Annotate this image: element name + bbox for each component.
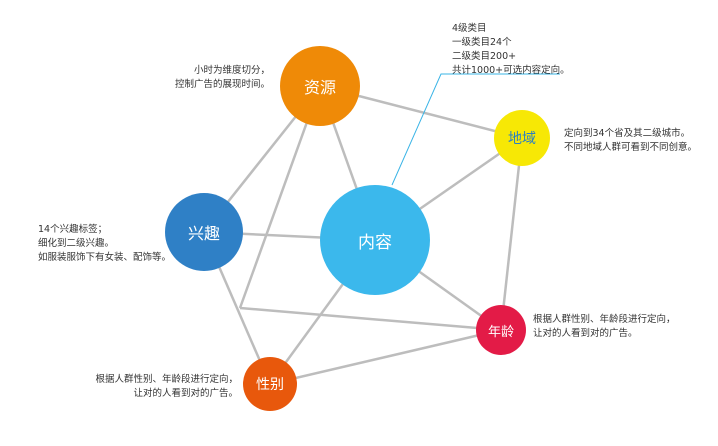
edge-xingbie-nianling (269, 328, 502, 386)
note-diyu: 定向到34个省及其二级城市。 不同地域人群可看到不同创意。 (564, 127, 697, 155)
note-diyu-line-1: 定向到34个省及其二级城市。 (564, 128, 691, 139)
node-neirong-label: 内容 (358, 232, 392, 253)
note-diyu-line-2: 不同地域人群可看到不同创意。 (564, 142, 698, 153)
note-nianling-line-1: 根据人群性别、年龄段进行定向， (533, 314, 676, 325)
node-xingbie-label: 性别 (256, 377, 284, 393)
edge-diyu-nianling (499, 137, 524, 331)
node-nianling-label: 年龄 (487, 324, 514, 340)
note-xingqu-line-3: 如服装服饰下有女装、配饰等。 (38, 252, 172, 263)
note-ziyuan-line-1: 小时为维度切分， (193, 65, 270, 76)
note-xingqu-line-1: 14个兴趣标签； (38, 224, 108, 235)
note-neirong-line-1: 4级类目 (452, 23, 487, 34)
node-nianling: 年龄 (476, 305, 526, 355)
node-neirong: 内容 (320, 185, 430, 295)
node-ziyuan-label: 资源 (303, 78, 336, 97)
note-ziyuan: 小时为维度切分， 控制广告的展现时间。 (160, 64, 270, 92)
note-ziyuan-line-2: 控制广告的展现时间。 (174, 79, 270, 90)
node-diyu: 地域 (494, 110, 550, 166)
note-xingbie-line-1: 根据人群性别、年龄段进行定向， (95, 374, 238, 385)
leader-line-neirong (391, 73, 560, 186)
leader-group (391, 73, 560, 186)
node-xingbie: 性别 (243, 357, 297, 411)
note-neirong-line-2: 一级类目24个 (452, 37, 512, 48)
note-neirong-line-3: 二级类目200+ (452, 51, 517, 62)
node-xingqu-label: 兴趣 (187, 224, 220, 243)
note-nianling-line-2: 让对的人看到对的广告。 (533, 328, 638, 339)
note-neirong-line-4: 共计1000+可选内容定向。 (452, 65, 570, 76)
note-nianling: 根据人群性别、年龄段进行定向， 让对的人看到对的广告。 (533, 313, 676, 341)
node-diyu-label: 地域 (508, 131, 536, 147)
node-ziyuan: 资源 (280, 46, 360, 126)
edge-join-nianling (239, 306, 502, 332)
note-xingqu-line-2: 细化到二级兴趣。 (38, 238, 115, 249)
note-neirong: 4级类目 一级类目24个 二级类目200+ 共计1000+可选内容定向。 (452, 22, 570, 78)
node-xingqu: 兴趣 (165, 193, 243, 271)
note-xingbie: 根据人群性别、年龄段进行定向， 让对的人看到对的广告。 (60, 373, 238, 401)
note-xingqu: 14个兴趣标签； 细化到二级兴趣。 如服装服饰下有女装、配饰等。 (38, 223, 171, 265)
note-xingbie-line-2: 让对的人看到对的广告。 (133, 388, 238, 399)
